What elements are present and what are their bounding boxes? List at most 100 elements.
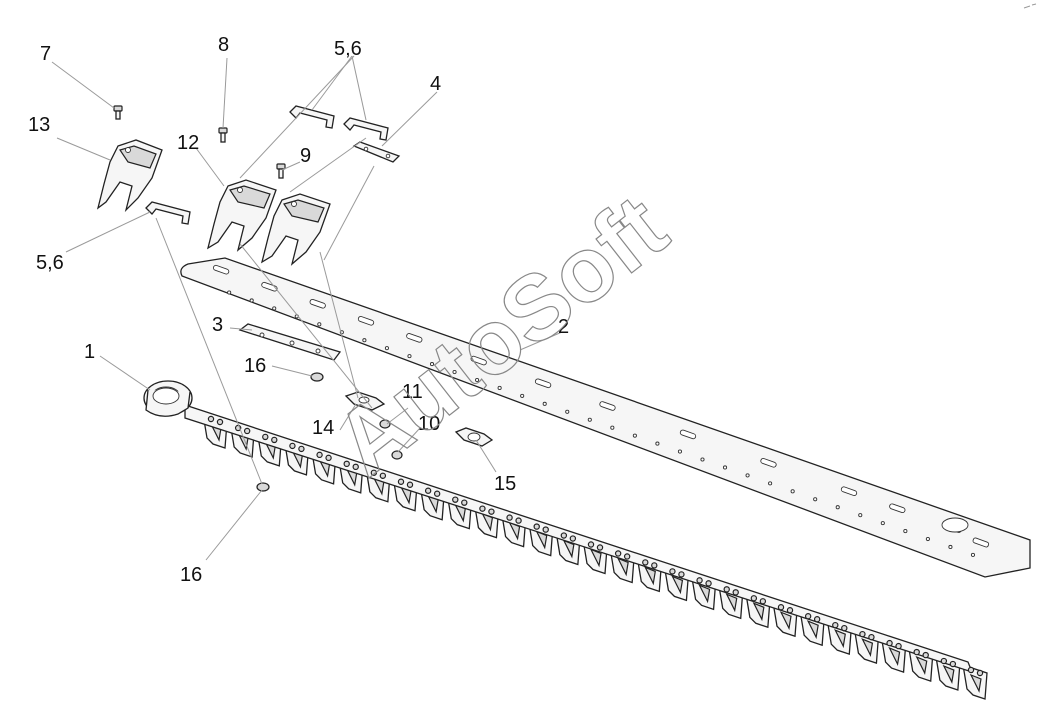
guard-bar-hole [542,401,547,406]
knife-rivet [461,499,468,506]
guard-bar-large-hole [941,517,969,533]
guard-unnumbered [260,193,331,266]
callout-2: 2 [558,316,569,338]
knife-rivet [669,568,676,575]
guard-bar-hole [429,362,435,367]
knife-rivet [967,666,975,674]
guard-bar-hole [835,505,840,510]
callout-8: 8 [218,34,229,56]
nut-part-16-lower [256,482,270,492]
bolt-part-8 [218,127,228,143]
guard-bar-slot [470,355,487,366]
knife-section-edge [861,637,874,658]
guard-bar-hole [655,441,660,446]
knife-section-edge [888,646,901,667]
knife-rivet [406,481,414,488]
callout-7: 7 [40,43,51,65]
callout-10: 10 [418,413,440,435]
nut-part-11 [379,419,391,429]
knife-rivet [804,613,812,620]
knife-rivet [777,604,785,611]
guard-bar-slot [840,486,858,496]
callout-labels: 1 2 3 4 5,6 5,6 7 8 9 10 11 12 13 14 15 … [28,34,569,586]
callout-1: 1 [84,341,95,363]
knife-rivet [424,487,432,494]
guard-part-12 [206,179,277,252]
knife-rivet [379,472,387,479]
guard-bar-hole [565,409,570,414]
guard-bar-hole [475,377,480,383]
knife-rivet [506,514,513,521]
knife-rivet [343,460,350,468]
knife-rivet [922,651,929,659]
knife-rivet [298,445,305,453]
guard-bar-slot [760,458,777,468]
knife-section-edge [915,655,928,675]
knife-rivet [271,436,278,444]
callout-13: 13 [28,114,50,136]
knife-rivet [976,669,984,677]
knife-rivet [614,550,622,557]
knife-rivet [207,415,215,423]
guard-bar-hole [452,369,457,375]
guard-bar-hole [407,354,412,359]
guard-bar-hole [948,544,953,550]
corner-mark-icon [1023,3,1037,9]
knife-rivet [397,478,405,485]
knife-rivet [488,508,495,515]
knife-section-edge [779,611,792,631]
knife-section-edge [671,575,684,595]
knife-rivets [207,415,984,677]
knife-section-edge [806,620,819,640]
knife-section-edge [644,566,656,586]
guard-bar-hole [768,481,773,486]
bolt-part-9 [276,163,286,179]
guard-bar-hole [384,346,389,351]
knife-rivet [515,517,522,524]
guard-bar-hole [587,417,592,422]
knife-rivet [859,630,866,638]
shim-part-5-6-upper-right [343,117,389,141]
guard-bar-hole [317,322,322,327]
knife-rivet [813,616,821,623]
knife-rivet [678,571,685,578]
knife-section-edge [942,664,955,684]
guard-bar-hole [272,306,277,311]
guard-bar-hole [497,385,502,390]
clip-part-14 [344,391,386,411]
callout-11: 11 [402,381,423,403]
knife-rivet [542,526,549,533]
callout-16-lower: 16 [180,564,202,586]
guard-bar-slot [679,429,697,440]
knife-rivet [623,553,631,560]
clip-part-15 [454,427,494,447]
guard-bar-hole [520,393,525,398]
guard-bar-holes [227,290,976,557]
knife-rivet [452,496,459,503]
guard-bar-hole [790,489,795,494]
knife-rivet [262,433,269,441]
knife-rivet [723,586,730,593]
knife-rivet [886,639,893,647]
guard-bar-slot [599,401,616,411]
guard-bar-slot [406,333,423,343]
knife-section-edge [969,673,982,693]
callout-9: 9 [300,145,311,167]
knife-rivet [587,541,595,548]
guard-part-13 [96,139,163,213]
guard-bar-hole [610,425,615,430]
guard-bar-hole [677,449,683,454]
guard-bar-hole [858,513,863,518]
callout-15: 15 [494,473,516,495]
guard-bar-hole [925,536,930,542]
knife-rivet [560,532,568,539]
shim-part-5-6-lower [145,201,191,225]
knife-head [143,380,193,417]
guard-bar-slot [212,264,230,275]
knife-section-edge [616,557,629,577]
knife-rivet [940,657,948,665]
knife-section-edge [589,548,602,568]
knife-rivet [642,559,649,566]
knife-rivet [325,454,332,462]
